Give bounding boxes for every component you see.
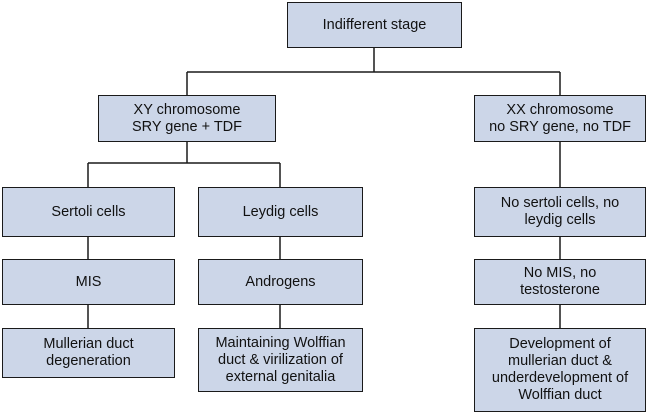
node-xy-line2: SRY gene + TDF bbox=[131, 118, 243, 135]
node-no-sertoli-leydig: No sertoli cells, no leydig cells bbox=[474, 187, 646, 237]
node-no-cells-line2: leydig cells bbox=[524, 212, 596, 228]
node-xy-line1: XY chromosome bbox=[133, 101, 241, 118]
node-development-line3: underdevelopment of bbox=[491, 370, 629, 386]
node-androgens: Androgens bbox=[198, 259, 363, 305]
node-mullerian-development: Development of mullerian duct & underdev… bbox=[474, 328, 646, 412]
node-degeneration-line1: Mullerian duct bbox=[43, 336, 134, 352]
node-degeneration-line2: degeneration bbox=[46, 353, 131, 369]
node-no-mis-line1: No MIS, no bbox=[523, 265, 597, 281]
node-maintain-line2: duct & virilization of bbox=[218, 351, 343, 368]
node-wolffian-maintain: Maintaining Wolffian duct & virilization… bbox=[198, 328, 363, 392]
node-leydig-cells: Leydig cells bbox=[198, 187, 363, 237]
node-no-cells-line1: No sertoli cells, no bbox=[500, 195, 620, 211]
node-sertoli-text: Sertoli cells bbox=[51, 203, 126, 220]
node-androgens-text: Androgens bbox=[245, 273, 316, 290]
node-development-line1: Development of bbox=[509, 336, 611, 352]
node-mullerian-degeneration: Mullerian duct degeneration bbox=[2, 328, 175, 378]
node-xy-chromosome: XY chromosome SRY gene + TDF bbox=[98, 95, 276, 142]
node-indifferent-stage-text: Indifferent stage bbox=[322, 16, 427, 33]
node-xx-chromosome: XX chromosome no SRY gene, no TDF bbox=[474, 95, 646, 142]
node-maintain-line3: external genitalia bbox=[225, 368, 336, 385]
node-no-mis-line2: testosterone bbox=[520, 282, 600, 298]
node-mis: MIS bbox=[2, 259, 175, 305]
node-maintain-line1: Maintaining Wolffian bbox=[215, 334, 346, 351]
node-development-line4: Wolffian duct bbox=[518, 387, 602, 403]
node-no-mis: No MIS, no testosterone bbox=[474, 259, 646, 305]
node-sertoli-cells: Sertoli cells bbox=[2, 187, 175, 237]
node-xx-line2: no SRY gene, no TDF bbox=[489, 118, 631, 135]
node-mis-text: MIS bbox=[75, 273, 102, 290]
node-development-line2: mullerian duct & bbox=[508, 353, 612, 369]
node-leydig-text: Leydig cells bbox=[242, 203, 319, 220]
node-indifferent-stage: Indifferent stage bbox=[287, 2, 462, 48]
node-xx-line1: XX chromosome bbox=[506, 101, 614, 118]
